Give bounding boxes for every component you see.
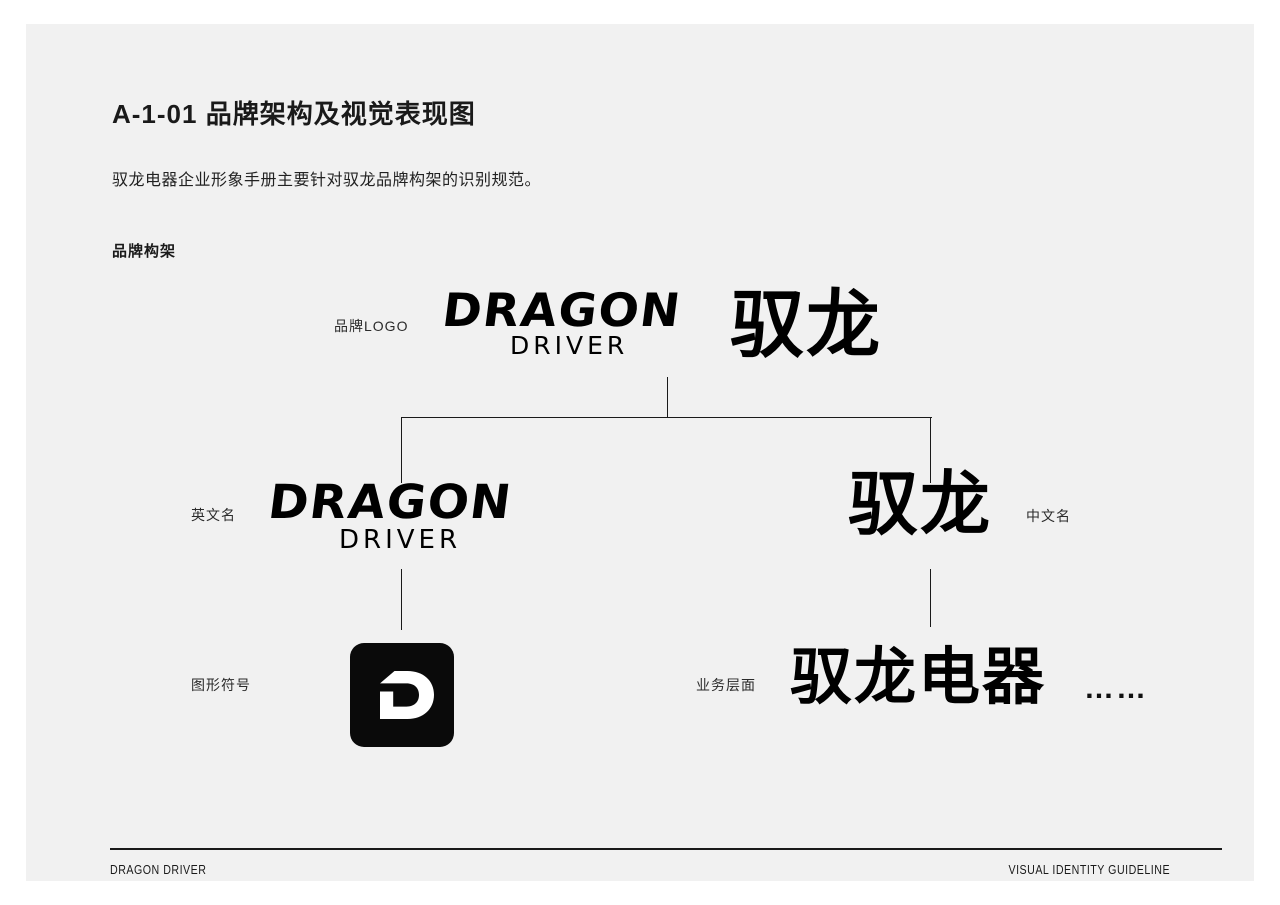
dragon-d-monogram-icon bbox=[350, 643, 454, 747]
footer-divider bbox=[110, 848, 1222, 850]
connector-branch-right bbox=[930, 416, 932, 483]
english-name-wordmark-driver: DRIVER bbox=[339, 525, 462, 555]
connector-stem bbox=[667, 377, 669, 418]
connector-drop-left bbox=[401, 569, 403, 630]
connector-horizontal-bar bbox=[401, 416, 932, 418]
brand-logo-wordmark-driver: DRIVER bbox=[510, 331, 629, 360]
footer-brand-name: DRAGON DRIVER bbox=[110, 862, 207, 877]
connector-branch-left bbox=[401, 416, 403, 483]
page-title: A-1-01 品牌架构及视觉表现图 bbox=[112, 99, 476, 129]
section-label: 品牌构架 bbox=[112, 243, 177, 260]
page-subtitle: 驭龙电器企业形象手册主要针对驭龙品牌构架的识别规范。 bbox=[112, 172, 542, 189]
caption-brand-logo: 品牌LOGO bbox=[334, 318, 409, 334]
brand-logo-wordmark-dragon: DRAGON bbox=[441, 283, 684, 337]
brand-logo-wordmark-chinese: 驭龙 bbox=[730, 282, 882, 368]
caption-chinese-name: 中文名 bbox=[1026, 508, 1071, 524]
connector-drop-right bbox=[930, 569, 932, 627]
business-level-ellipsis: …… bbox=[1084, 672, 1148, 705]
caption-graphic-symbol: 图形符号 bbox=[191, 677, 251, 693]
caption-english-name: 英文名 bbox=[191, 507, 236, 523]
chinese-name-wordmark: 驭龙 bbox=[848, 463, 992, 545]
english-name-wordmark-dragon: DRAGON bbox=[267, 475, 515, 530]
caption-business-level: 业务层面 bbox=[696, 677, 756, 693]
business-level-wordmark: 驭龙电器 bbox=[790, 640, 1047, 713]
footer-document-name: VISUAL IDENTITY GUIDELINE bbox=[1008, 862, 1170, 877]
guideline-page: A-1-01 品牌架构及视觉表现图 驭龙电器企业形象手册主要针对驭龙品牌构架的识… bbox=[26, 24, 1254, 881]
